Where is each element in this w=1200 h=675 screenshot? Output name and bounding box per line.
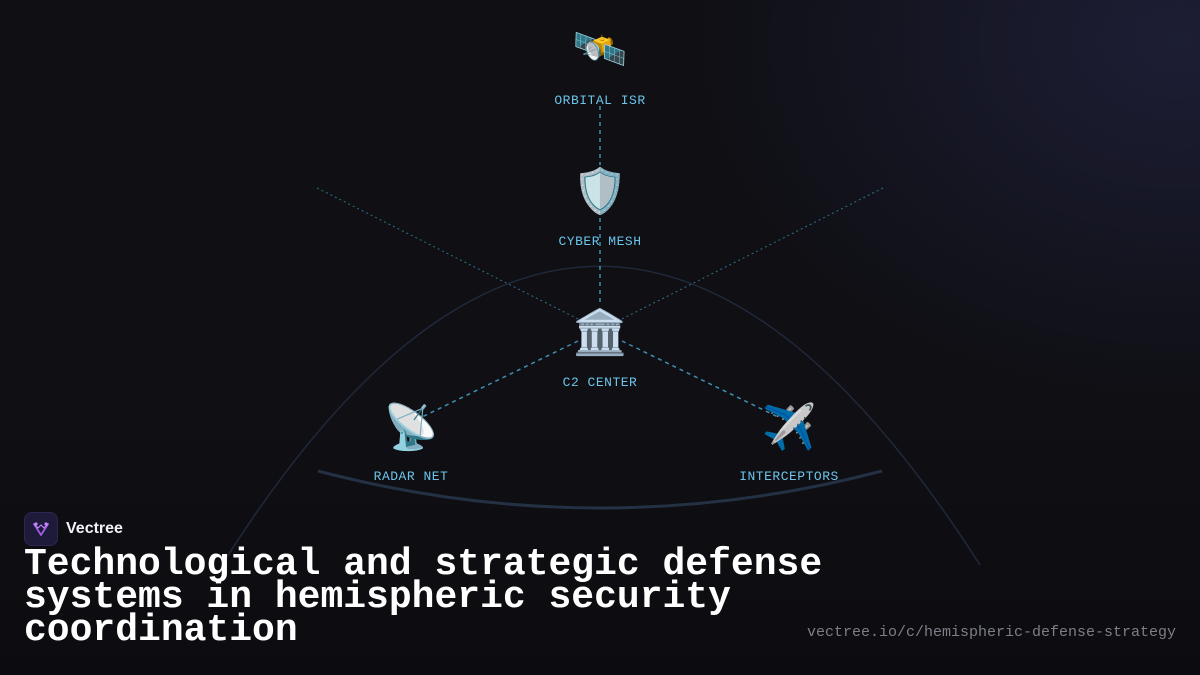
node-label-radar-net: RADAR NET	[373, 469, 449, 484]
node-label-cyber-mesh: CYBER MESH	[558, 234, 642, 249]
brand-name: Vectree	[66, 520, 123, 537]
hemisphere-dome	[224, 265, 981, 566]
satellite-antenna-icon: 📡	[383, 402, 439, 453]
shield-icon: 🛡️	[572, 166, 628, 217]
vectree-logo-icon	[24, 512, 58, 546]
link-c2-radar	[419, 340, 579, 419]
page-title: Technological and strategic defense syst…	[24, 543, 823, 652]
node-label-interceptors: INTERCEPTORS	[739, 469, 839, 484]
node-label-orbital-isr: ORBITAL ISR	[554, 93, 646, 108]
node-label-c2-center: C2 CENTER	[562, 375, 638, 390]
classical-building-icon: 🏛️	[572, 307, 628, 358]
link-c2-interceptors	[621, 340, 781, 419]
hemisphere-base-arc	[317, 469, 883, 510]
satellite-icon: 🛰️	[572, 24, 628, 75]
brand[interactable]: Vectree	[24, 512, 123, 546]
horizon-link-left	[316, 187, 601, 331]
airplane-icon: ✈️	[761, 402, 817, 453]
source-url[interactable]: vectree.io/c/hemispheric-defense-strateg…	[806, 624, 1176, 641]
